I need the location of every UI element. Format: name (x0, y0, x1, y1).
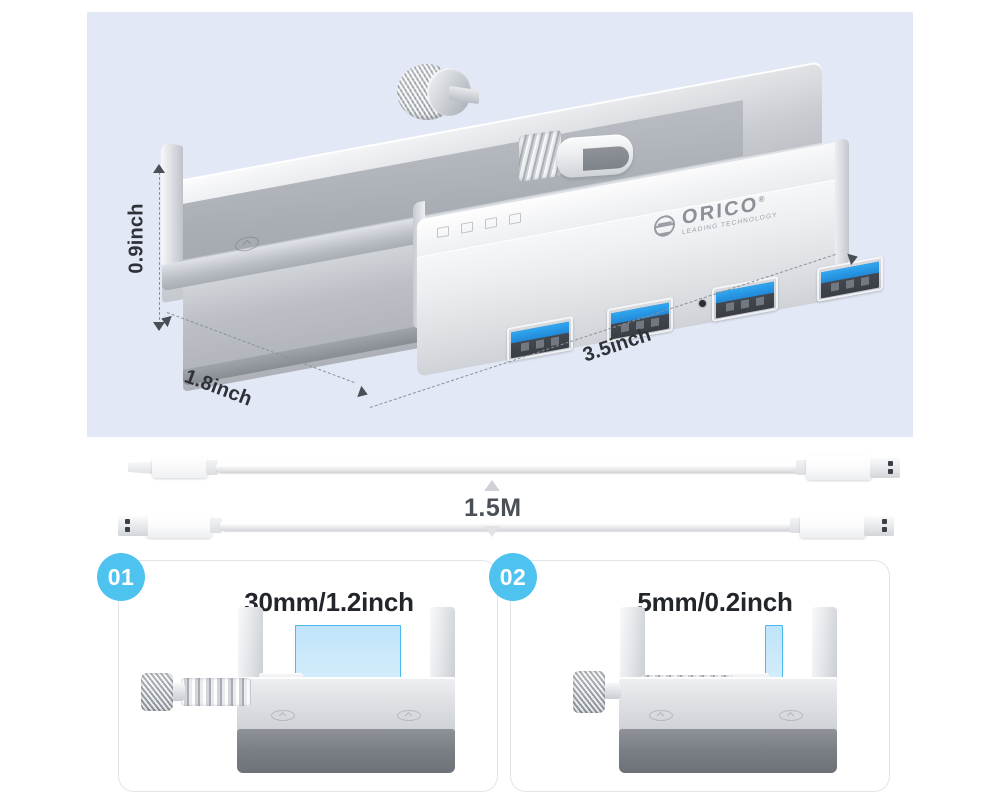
clamp-illustration-02 (619, 607, 837, 773)
height-dimension-line (159, 172, 160, 330)
height-arrow-top (153, 164, 165, 173)
power-led-indicator-icon (699, 300, 706, 307)
length-marker-up-icon (484, 480, 500, 491)
thumbscrew-knob-02 (573, 671, 605, 713)
clamp-hole-left-icon (649, 710, 673, 721)
usage-cards-section: 01 30mm/1.2inch 02 5mm/0.2inch (0, 553, 1000, 800)
usb-port-row (507, 234, 883, 364)
cable-length-label: 1.5M (464, 494, 522, 522)
cable-collar-left (206, 460, 218, 475)
clamp-base (619, 729, 837, 773)
usb-port-1 (507, 315, 573, 363)
cable-collar-right (790, 518, 802, 533)
clamp-hole-right-icon (779, 710, 803, 721)
clamp-tray (619, 677, 837, 733)
micro-usb-housing (152, 457, 208, 478)
cable-collar-right (796, 460, 808, 475)
height-arrow-bottom (153, 322, 165, 331)
height-dimension-label: 0.9inch (125, 203, 148, 274)
cable-collar-left (210, 518, 222, 533)
length-marker-down-icon (484, 526, 500, 537)
screw-thread-01 (181, 678, 251, 706)
clamp-hole-left-icon (271, 710, 295, 721)
product-hero-panel: ORICO® LEADING TECHNOLOGY (87, 12, 913, 437)
screw-stem-01 (169, 683, 185, 701)
cable-micro-to-usba (128, 456, 900, 480)
registered-mark: ® (758, 193, 767, 205)
clamp-illustration-01 (237, 607, 455, 773)
card-title-02: 5mm/0.2inch (637, 587, 793, 617)
product-render: ORICO® LEADING TECHNOLOGY (87, 12, 913, 437)
usage-card-02[interactable]: 02 5mm/0.2inch (489, 553, 890, 792)
clamp-left-end-cap (161, 142, 183, 274)
cable-wire (216, 462, 802, 473)
thumbscrew-knob-01 (141, 673, 173, 711)
micro-usb-connector-icon (128, 461, 154, 474)
usb-a-connector-icon-right2 (800, 514, 894, 538)
usb-a-connector-icon-left (118, 514, 212, 538)
thumbscrew-knob (397, 64, 479, 122)
clamp-hole-right-icon (397, 710, 421, 721)
clamp-pressure-pad (557, 133, 633, 179)
clamp-tray (237, 677, 455, 733)
clamp-base (237, 729, 455, 773)
usb-a-connector-icon-right (806, 456, 900, 480)
cables-section: 1.5M (0, 440, 1000, 560)
usage-card-01[interactable]: 01 30mm/1.2inch (97, 553, 498, 792)
card-badge-01: 01 (97, 553, 145, 601)
card-title-01: 30mm/1.2inch (244, 587, 414, 617)
screw-stem-02 (603, 683, 621, 699)
cable-usba-to-usba (118, 514, 894, 538)
card-badge-02: 02 (489, 553, 537, 601)
cable-wire (220, 520, 796, 531)
